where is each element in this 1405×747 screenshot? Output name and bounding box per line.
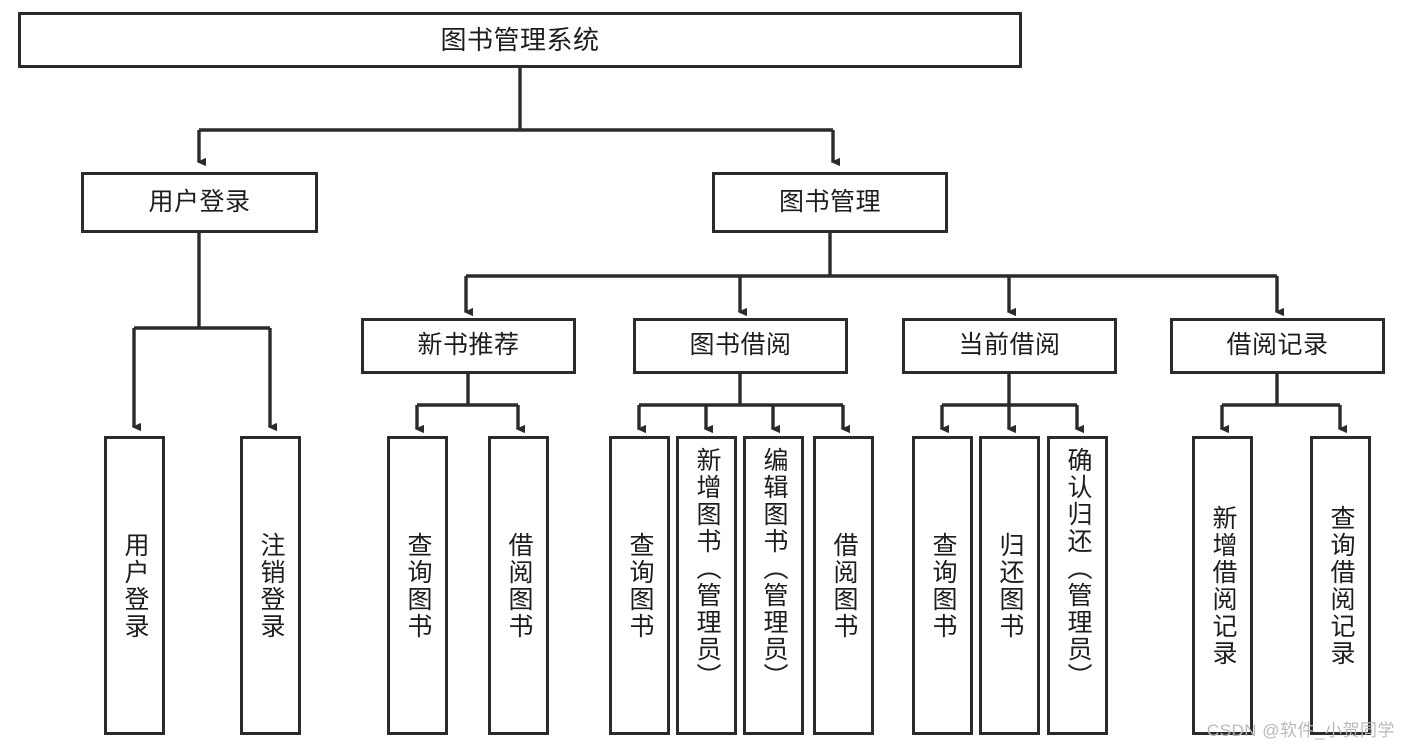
node-label: 查询图书 [404,531,432,640]
leaf-logout[interactable]: 注销登录 [240,436,301,735]
node-label: 确认归还（管理员） [1064,447,1092,690]
node-label: 借阅记录 [1226,331,1329,360]
node-label: 查询图书 [929,531,957,640]
leaf-query-borrow-record[interactable]: 查询借阅记录 [1310,436,1371,735]
leaf-borrow-query-book[interactable]: 查询图书 [609,436,670,735]
node-label: 图书管理系统 [440,24,600,55]
node-label: 借阅图书 [830,531,858,640]
node-book-management[interactable]: 图书管理 [712,172,948,233]
csdn-watermark: CSDN @软件_小贺同学 [1206,721,1395,740]
node-label: 用户登录 [148,187,251,216]
leaf-current-query-book[interactable]: 查询图书 [912,436,973,735]
node-current-borrow[interactable]: 当前借阅 [902,318,1117,374]
node-label: 新增图书（管理员） [693,447,721,690]
leaf-borrow-book[interactable]: 借阅图书 [813,436,874,735]
leaf-edit-book-admin[interactable]: 编辑图书（管理员） [743,436,804,735]
node-label: 图书管理 [778,187,881,216]
node-label: 当前借阅 [958,331,1061,360]
node-label: 查询图书 [626,531,654,640]
leaf-user-login[interactable]: 用户登录 [104,436,165,735]
node-new-book-recommend[interactable]: 新书推荐 [361,318,576,374]
node-root-system[interactable]: 图书管理系统 [18,12,1022,68]
node-label: 新增借阅记录 [1209,504,1237,667]
leaf-new-book-borrow[interactable]: 借阅图书 [488,436,549,735]
leaf-return-book[interactable]: 归还图书 [979,436,1040,735]
node-user-login[interactable]: 用户登录 [81,172,318,233]
leaf-add-borrow-record[interactable]: 新增借阅记录 [1192,436,1253,735]
leaf-new-book-query[interactable]: 查询图书 [387,436,448,735]
leaf-confirm-return-admin[interactable]: 确认归还（管理员） [1047,436,1108,735]
node-label: 图书借阅 [689,331,792,360]
node-label: 注销登录 [257,531,285,640]
node-borrow-record[interactable]: 借阅记录 [1170,318,1385,374]
node-label: 查询借阅记录 [1327,504,1355,667]
node-label: 编辑图书（管理员） [760,447,788,690]
node-book-borrow[interactable]: 图书借阅 [633,318,848,374]
node-label: 用户登录 [121,531,149,640]
node-label: 借阅图书 [505,531,533,640]
leaf-add-book-admin[interactable]: 新增图书（管理员） [676,436,737,735]
node-label: 归还图书 [996,531,1024,640]
node-label: 新书推荐 [417,331,520,360]
